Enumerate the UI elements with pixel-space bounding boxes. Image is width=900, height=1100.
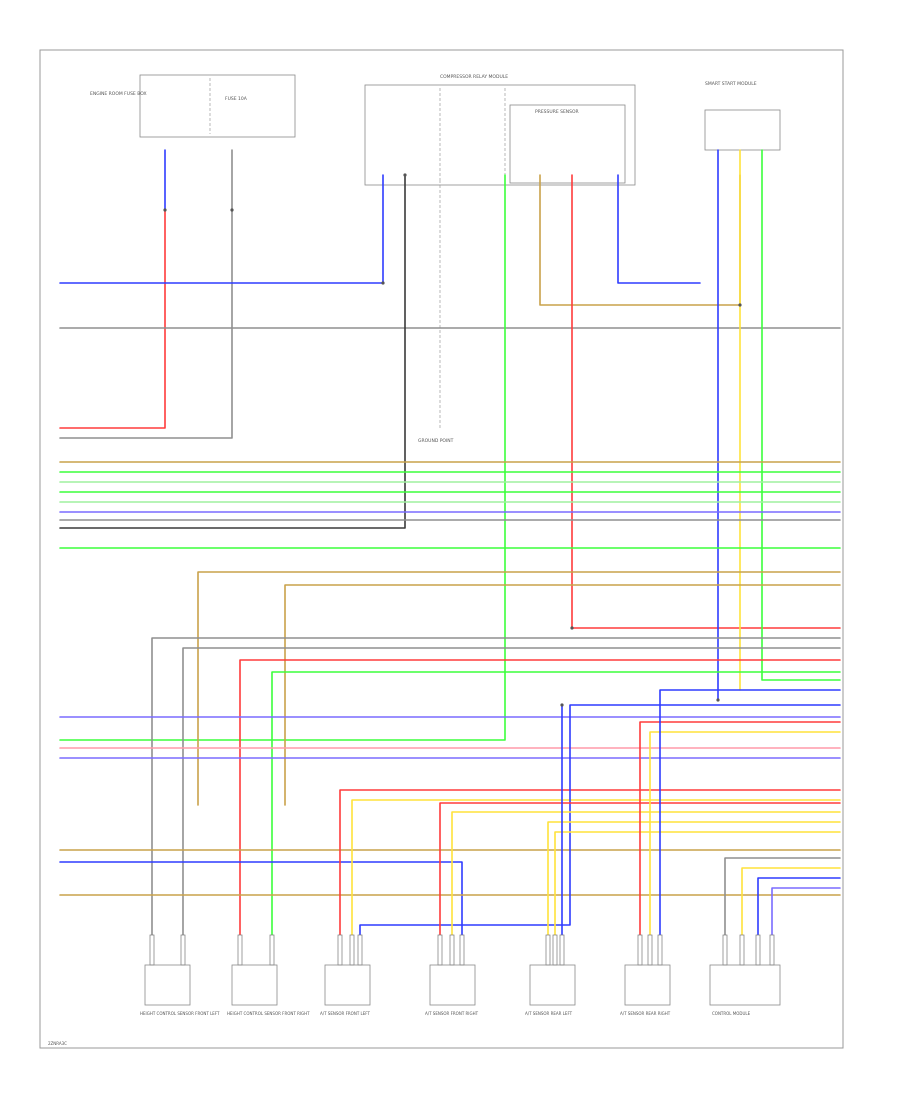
sensor-c3-label: A/T SENSOR FRONT LEFT bbox=[320, 1011, 371, 1016]
connector-pin bbox=[237, 934, 243, 966]
relay-module: COMPRESSOR RELAY MODULE bbox=[364, 74, 636, 186]
ground-point-label: GROUND POINT bbox=[418, 438, 454, 444]
fuse-box-right: FUSE 10A bbox=[225, 96, 248, 102]
splice-node bbox=[403, 173, 407, 177]
pressure-sensor-label: PRESSURE SENSOR bbox=[535, 109, 579, 115]
sensor-c4-label: A/T SENSOR FRONT RIGHT bbox=[425, 1011, 479, 1016]
wire-red-8 bbox=[571, 174, 841, 629]
splice-node bbox=[560, 703, 564, 707]
wire-gray-2 bbox=[59, 149, 233, 439]
connector-pin bbox=[647, 934, 653, 966]
connector-pin bbox=[769, 934, 775, 966]
connector-pin bbox=[755, 934, 761, 966]
smart-start-module-label: SMART START MODULE bbox=[705, 81, 757, 87]
wire-yellow-45 bbox=[741, 867, 841, 936]
splice-node bbox=[381, 281, 385, 285]
wire-tan-22 bbox=[284, 584, 841, 806]
connector-pin bbox=[337, 934, 343, 966]
connector-pin bbox=[149, 934, 155, 966]
sensor-c6-label: A/T SENSOR REAR RIGHT bbox=[620, 1011, 671, 1016]
connector-pin bbox=[269, 934, 275, 966]
diagram-frame bbox=[39, 49, 844, 1049]
splice-node bbox=[570, 626, 574, 630]
wire-red-41 bbox=[639, 721, 841, 936]
sensor-c4: A/T SENSOR FRONT RIGHT bbox=[425, 964, 479, 1016]
wire-green-6 bbox=[59, 174, 506, 741]
connector-pin bbox=[180, 934, 186, 966]
wire-gray-24 bbox=[182, 647, 841, 936]
connector-pin bbox=[357, 934, 363, 966]
connector-pin bbox=[349, 934, 355, 966]
splice-node bbox=[230, 208, 234, 212]
wire-yellow-38 bbox=[547, 821, 841, 936]
wire-blue-9 bbox=[617, 174, 701, 284]
sensor-c1: HEIGHT CONTROL SENSOR FRONT LEFT bbox=[140, 964, 220, 1016]
wire-yellow-39 bbox=[554, 831, 841, 936]
sensor-c2-label: HEIGHT CONTROL SENSOR FRONT RIGHT bbox=[227, 1011, 310, 1016]
control-module: CONTROL MODULE bbox=[709, 964, 781, 1016]
connector-pin bbox=[559, 934, 565, 966]
wire-blue-43 bbox=[659, 689, 841, 936]
connector-pin bbox=[459, 934, 465, 966]
wire-green-12 bbox=[761, 149, 841, 681]
wire-green-26 bbox=[271, 671, 841, 936]
fuse-box-left: ENGINE ROOM FUSE BOX bbox=[90, 74, 296, 138]
smart-start-module: SMART START MODULE bbox=[704, 81, 781, 151]
wire-red-36 bbox=[439, 802, 841, 936]
sensor-c5-label: A/T SENSOR REAR LEFT bbox=[525, 1011, 573, 1016]
sensor-c3: A/T SENSOR FRONT LEFT bbox=[320, 964, 371, 1016]
connector-pin bbox=[552, 934, 558, 966]
connector-pin bbox=[637, 934, 643, 966]
wire-blue-31 bbox=[59, 861, 463, 936]
wire-red-25 bbox=[239, 659, 841, 936]
connector-pin bbox=[722, 934, 728, 966]
wire-yellow-34 bbox=[351, 799, 841, 936]
splice-node bbox=[163, 208, 167, 212]
connector-pin bbox=[739, 934, 745, 966]
relay-module-label: COMPRESSOR RELAY MODULE bbox=[440, 74, 508, 80]
wire-yellow-37 bbox=[451, 811, 841, 936]
wire-group bbox=[59, 149, 841, 966]
sensor-c5: A/T SENSOR REAR LEFT bbox=[525, 964, 576, 1016]
control-module-label: CONTROL MODULE bbox=[712, 1011, 751, 1016]
connector-pin bbox=[657, 934, 663, 966]
sensor-c1-label: HEIGHT CONTROL SENSOR FRONT LEFT bbox=[140, 1011, 220, 1016]
wire-gray-44 bbox=[724, 857, 841, 936]
wire-blue-3 bbox=[59, 174, 384, 284]
wire-violet-47 bbox=[771, 887, 841, 936]
fuse-box-left-label: ENGINE ROOM FUSE BOX bbox=[90, 91, 147, 97]
wire-tan-7 bbox=[539, 174, 741, 306]
wire-red-33 bbox=[339, 789, 841, 936]
wire-black-5 bbox=[59, 174, 406, 529]
sensor-c6: A/T SENSOR REAR RIGHT bbox=[620, 964, 671, 1016]
wire-blue-46 bbox=[757, 877, 841, 936]
connector-pin bbox=[437, 934, 443, 966]
ground-point: GROUND POINT bbox=[418, 180, 454, 444]
splice-node bbox=[716, 698, 720, 702]
sensor-c2: HEIGHT CONTROL SENSOR FRONT RIGHT bbox=[227, 964, 310, 1016]
wire-tan-21 bbox=[197, 571, 841, 806]
fuse-box-right-label: FUSE 10A bbox=[225, 96, 248, 102]
wire-gray-23 bbox=[151, 637, 841, 936]
wire-red-1 bbox=[59, 209, 166, 429]
wire-yellow-42 bbox=[649, 731, 841, 936]
pressure-sensor: PRESSURE SENSOR bbox=[509, 104, 626, 184]
connector-pin bbox=[449, 934, 455, 966]
splice-node bbox=[738, 303, 742, 307]
footer-code: 2ZNRA3C bbox=[48, 1041, 67, 1046]
connector-pin bbox=[545, 934, 551, 966]
